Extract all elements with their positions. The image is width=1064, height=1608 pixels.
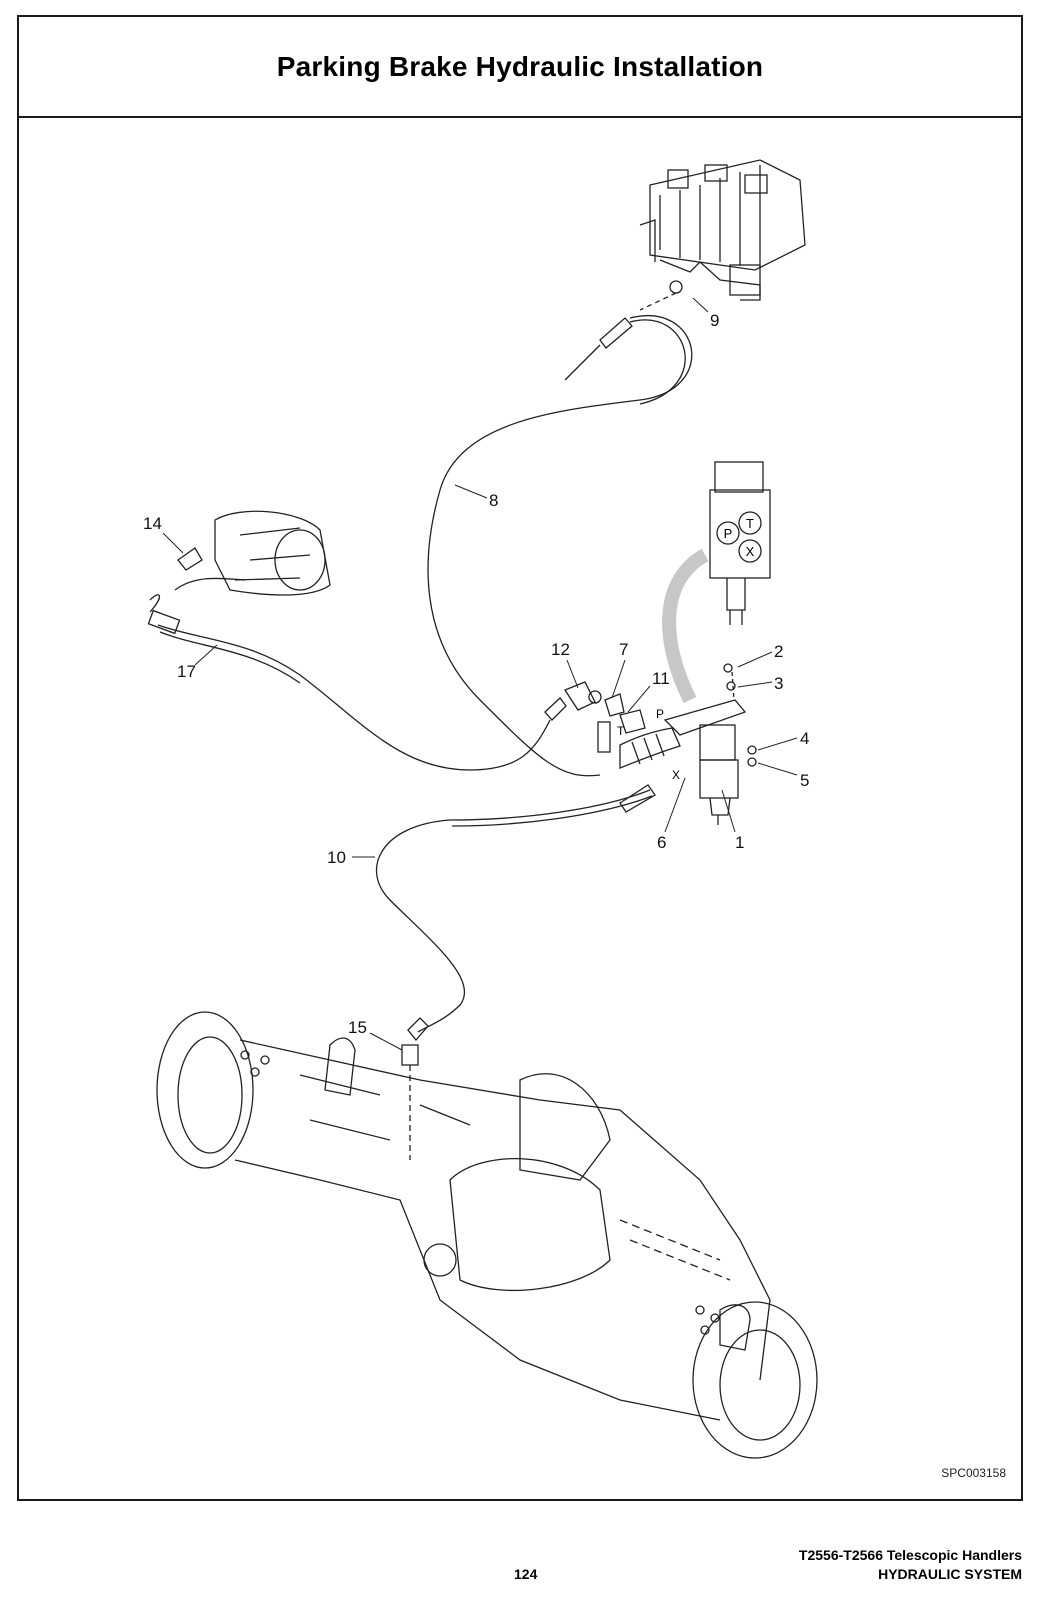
callout-6: 6 (657, 833, 666, 852)
hose-8 (427, 315, 693, 777)
callout-5: 5 (800, 771, 809, 790)
callout-17: 17 (177, 662, 196, 681)
hose-17 (147, 594, 567, 771)
title-bar: Parking Brake Hydraulic Installation (19, 17, 1021, 118)
hose-10 (375, 784, 656, 1160)
fittings (564, 681, 646, 753)
drive-axle (156, 1011, 818, 1459)
callout-4: 4 (800, 729, 809, 748)
page-frame: Parking Brake Hydraulic Installation (17, 15, 1023, 1501)
footer-info: T2556-T2566 Telescopic Handlers HYDRAULI… (799, 1546, 1022, 1584)
callout-14: 14 (143, 514, 162, 533)
callout-9: 9 (710, 311, 719, 330)
valve-detail-inset (662, 461, 771, 704)
valve-port-t-letter: T (617, 724, 625, 738)
callout-7: 7 (619, 640, 628, 659)
parking-brake-valve (619, 663, 757, 825)
leader-lines (162, 297, 798, 1051)
page-title: Parking Brake Hydraulic Installation (276, 50, 764, 82)
callout-12: 12 (551, 640, 570, 659)
callout-2: 2 (774, 642, 783, 661)
callout-3: 3 (774, 674, 783, 693)
valve-port-p-letter: P (656, 707, 664, 721)
manual-title: T2556-T2566 Telescopic Handlers (798, 1547, 1022, 1563)
port-p-letter: P (724, 526, 733, 541)
callout-10: 10 (327, 848, 346, 867)
inset-port-letters: P T X P T X (617, 516, 755, 782)
valve-port-x-letter: X (672, 768, 680, 782)
callout-8: 8 (489, 491, 498, 510)
figure-reference: SPC003158 (941, 1466, 1006, 1480)
callout-1: 1 (735, 833, 744, 852)
pump (174, 510, 331, 596)
main-control-valve (639, 159, 806, 311)
callout-11: 11 (652, 669, 670, 688)
callout-numbers: 1 2 3 4 5 6 7 8 9 10 11 12 14 15 17 (143, 311, 809, 1037)
page-number: 124 (514, 1566, 538, 1582)
callout-15: 15 (348, 1018, 367, 1037)
section-title: HYDRAULIC SYSTEM (878, 1566, 1022, 1582)
port-t-letter: T (746, 516, 754, 531)
port-x-letter: X (746, 544, 755, 559)
